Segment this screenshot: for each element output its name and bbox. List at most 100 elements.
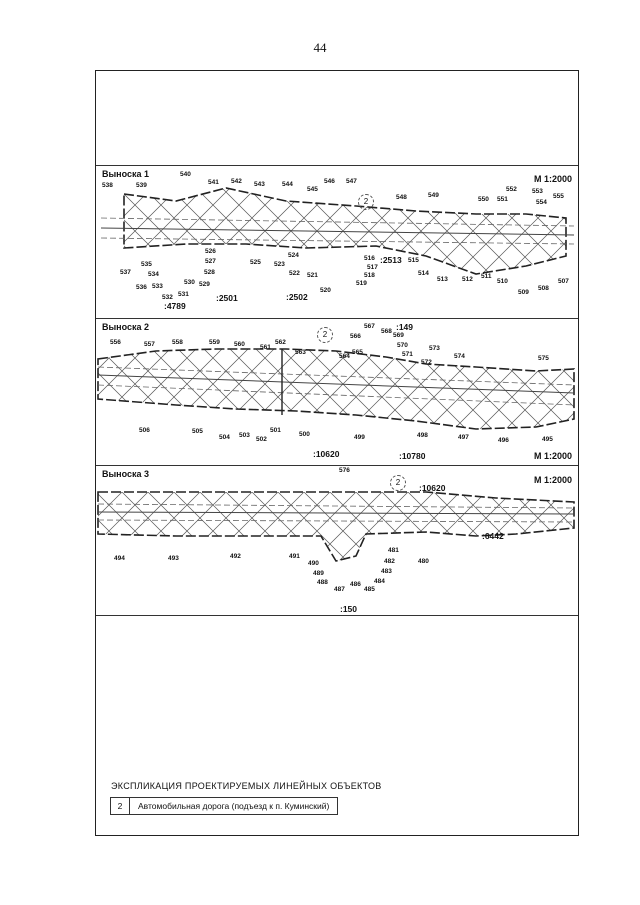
- point-label: 526: [205, 248, 216, 255]
- point-label: 573: [429, 345, 440, 352]
- parcel-label: :2513: [380, 255, 402, 265]
- object-circle: 2: [358, 194, 374, 210]
- point-label: 490: [308, 560, 319, 567]
- point-label: 481: [388, 547, 399, 554]
- point-label: 570: [397, 342, 408, 349]
- point-label: 489: [313, 570, 324, 577]
- point-label: 541: [208, 179, 219, 186]
- point-label: 483: [381, 568, 392, 575]
- point-label: 553: [532, 188, 543, 195]
- legend-row: 2 Автомобильная дорога (подъезд к п. Кум…: [110, 797, 339, 815]
- point-label: 557: [144, 341, 155, 348]
- point-label: 562: [275, 339, 286, 346]
- point-label: 484: [374, 578, 385, 585]
- panel-divider: [96, 615, 578, 616]
- point-label: 555: [553, 193, 564, 200]
- point-label: 576: [339, 467, 350, 474]
- page-number: 44: [313, 40, 327, 55]
- panel-1-drawing: [100, 187, 575, 275]
- callout-panel-1: Выноска 1 М 1:2000 2 538 539 540 541 542…: [96, 165, 578, 318]
- point-label: 543: [254, 181, 265, 188]
- scale-label: М 1:2000: [533, 451, 572, 461]
- legend-number: 2: [111, 798, 130, 814]
- point-label: 502: [256, 436, 267, 443]
- point-label: 521: [307, 272, 318, 279]
- point-label: 492: [230, 553, 241, 560]
- parcel-label: :4789: [164, 301, 186, 311]
- point-label: 507: [558, 278, 569, 285]
- point-label: 532: [162, 294, 173, 301]
- point-label: 554: [536, 199, 547, 206]
- panel-3-drawing: [97, 491, 575, 562]
- point-label: 536: [136, 284, 147, 291]
- point-label: 539: [136, 182, 147, 189]
- object-circle: 2: [317, 327, 333, 343]
- point-label: 510: [497, 278, 508, 285]
- point-label: 533: [152, 283, 163, 290]
- point-label: 560: [234, 341, 245, 348]
- panel-title: Выноска 3: [102, 469, 150, 479]
- point-label: 575: [538, 355, 549, 362]
- point-label: 511: [481, 273, 492, 280]
- point-label: 508: [538, 285, 549, 292]
- point-label: 545: [307, 186, 318, 193]
- point-label: 549: [428, 192, 439, 199]
- point-label: 518: [364, 272, 375, 279]
- point-label: 544: [282, 181, 293, 188]
- point-label: 482: [384, 558, 395, 565]
- scale-label: М 1:2000: [533, 475, 572, 485]
- point-label: 488: [317, 579, 328, 586]
- point-label: 546: [324, 178, 335, 185]
- point-label: 491: [289, 553, 300, 560]
- legend-description: Автомобильная дорога (подъезд к п. Кумин…: [138, 801, 330, 811]
- point-label: 542: [231, 178, 242, 185]
- point-label: 552: [506, 186, 517, 193]
- parcel-label: :10620: [313, 449, 340, 459]
- drawing-frame: [95, 70, 579, 836]
- point-label: 574: [454, 353, 465, 360]
- point-label: 572: [421, 359, 432, 366]
- point-label: 498: [417, 432, 428, 439]
- point-label: 496: [498, 437, 509, 444]
- point-label: 564: [339, 353, 350, 360]
- parcel-label: :10780: [399, 451, 426, 461]
- point-label: 565: [352, 349, 363, 356]
- point-label: 486: [350, 581, 361, 588]
- point-label: 528: [204, 269, 215, 276]
- point-label: 513: [437, 276, 448, 283]
- point-label: 551: [497, 196, 508, 203]
- point-label: 525: [250, 259, 261, 266]
- point-label: 550: [478, 196, 489, 203]
- callout-panel-2: Выноска 2 М 1:2000 2 556 557 558 559 560…: [96, 318, 578, 464]
- point-label: 538: [102, 182, 113, 189]
- point-label: 512: [462, 276, 473, 283]
- point-label: 504: [219, 434, 230, 441]
- point-label: 547: [346, 178, 357, 185]
- point-label: 548: [396, 194, 407, 201]
- point-label: 506: [139, 427, 150, 434]
- point-label: 503: [239, 432, 250, 439]
- point-label: 567: [364, 323, 375, 330]
- point-label: 540: [180, 171, 191, 178]
- point-label: 558: [172, 339, 183, 346]
- point-label: 501: [270, 427, 281, 434]
- point-label: 499: [354, 434, 365, 441]
- point-label: 524: [288, 252, 299, 259]
- point-label: 509: [518, 289, 529, 296]
- panel-title: Выноска 2: [102, 322, 150, 332]
- parcel-label: :2501: [216, 293, 238, 303]
- panel-title: Выноска 1: [102, 169, 150, 179]
- parcel-label: :2502: [286, 292, 308, 302]
- point-label: 495: [542, 436, 553, 443]
- point-label: 559: [209, 339, 220, 346]
- point-label: 480: [418, 558, 429, 565]
- point-label: 537: [120, 269, 131, 276]
- point-label: 514: [418, 270, 429, 277]
- point-label: 505: [192, 428, 203, 435]
- callout-panel-3: Выноска 3 М 1:2000 2 576 494 493 492 491…: [96, 465, 578, 616]
- point-label: 571: [402, 351, 413, 358]
- point-label: 563: [295, 349, 306, 356]
- parcel-label: :10620: [419, 483, 446, 493]
- point-label: 535: [141, 261, 152, 268]
- point-label: 500: [299, 431, 310, 438]
